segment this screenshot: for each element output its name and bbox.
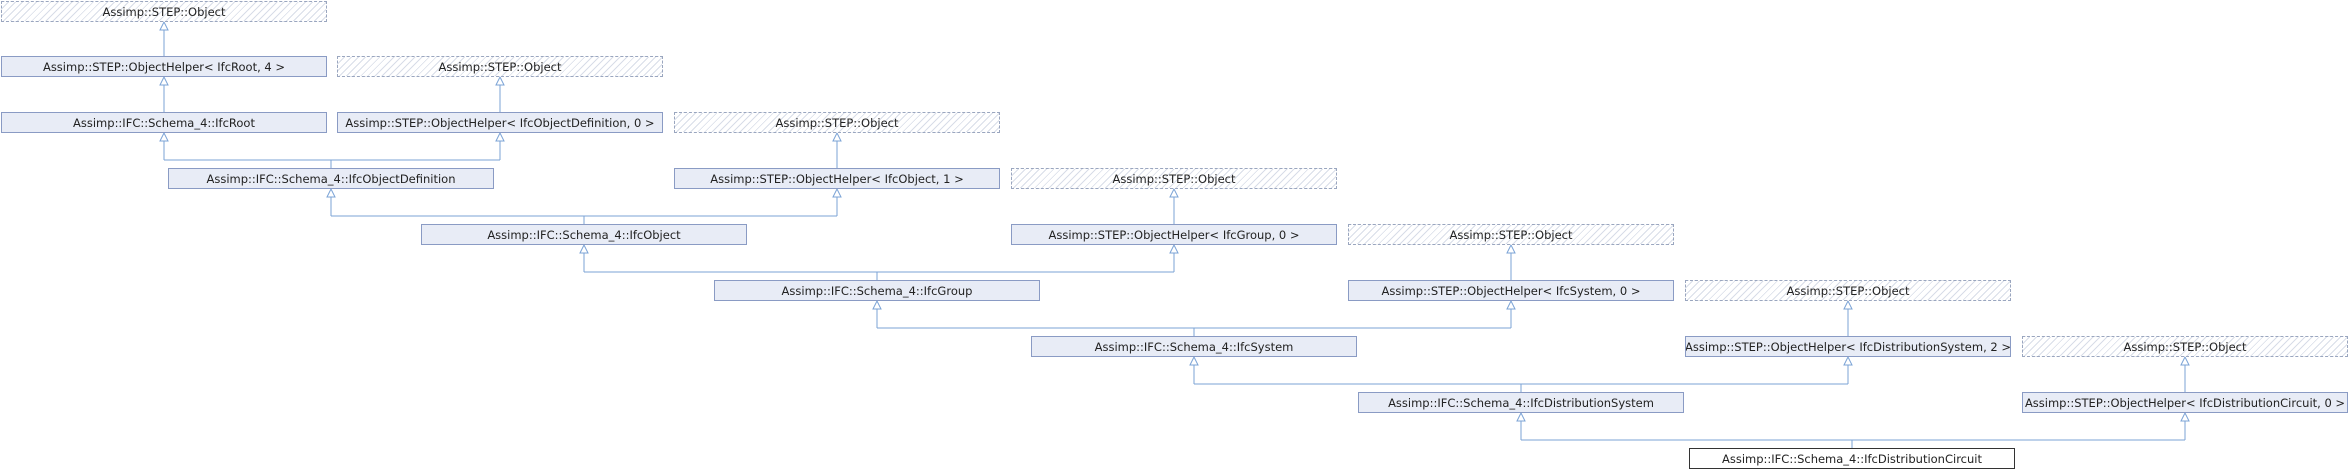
objecthelper-ifcdistributionsystem-node[interactable]: Assimp::STEP::ObjectHelper< IfcDistribut… xyxy=(1685,336,2011,357)
inheritance-arrowhead xyxy=(579,243,589,254)
step-object-node[interactable]: Assimp::STEP::Object xyxy=(1685,280,2011,301)
objecthelper-ifcsystem-node[interactable]: Assimp::STEP::ObjectHelper< IfcSystem, 0… xyxy=(1348,280,1674,301)
inheritance-arrowhead xyxy=(832,131,842,142)
step-object-node[interactable]: Assimp::STEP::Object xyxy=(337,56,663,77)
ifcgroup-node[interactable]: Assimp::IFC::Schema_4::IfcGroup xyxy=(714,280,1040,301)
objecthelper-ifcroot-node[interactable]: Assimp::STEP::ObjectHelper< IfcRoot, 4 > xyxy=(1,56,327,77)
ifcobjectdefinition-node[interactable]: Assimp::IFC::Schema_4::IfcObjectDefiniti… xyxy=(168,168,494,189)
inheritance-arrowhead xyxy=(1516,411,1526,422)
ifcroot-node[interactable]: Assimp::IFC::Schema_4::IfcRoot xyxy=(1,112,327,133)
ifcsystem-node[interactable]: Assimp::IFC::Schema_4::IfcSystem xyxy=(1031,336,1357,357)
inheritance-arrowhead xyxy=(495,131,505,142)
inheritance-arrowhead xyxy=(1843,355,1853,366)
objecthelper-ifcobject-node[interactable]: Assimp::STEP::ObjectHelper< IfcObject, 1… xyxy=(674,168,1000,189)
step-object-node[interactable]: Assimp::STEP::Object xyxy=(1,1,327,22)
objecthelper-ifcdistributioncircuit-node[interactable]: Assimp::STEP::ObjectHelper< IfcDistribut… xyxy=(2022,392,2348,413)
inheritance-arrowhead xyxy=(159,131,169,142)
objecthelper-ifcobjectdefinition-node[interactable]: Assimp::STEP::ObjectHelper< IfcObjectDef… xyxy=(337,112,663,133)
inheritance-arrowhead xyxy=(326,187,336,198)
step-object-node[interactable]: Assimp::STEP::Object xyxy=(1011,168,1337,189)
inheritance-arrowhead xyxy=(159,75,169,86)
inheritance-arrowhead xyxy=(495,75,505,86)
step-object-node[interactable]: Assimp::STEP::Object xyxy=(2022,336,2348,357)
inheritance-arrowhead xyxy=(1169,187,1179,198)
inheritance-arrowhead xyxy=(872,299,882,310)
step-object-node[interactable]: Assimp::STEP::Object xyxy=(1348,224,1674,245)
inheritance-arrowhead xyxy=(2180,355,2190,366)
step-object-node[interactable]: Assimp::STEP::Object xyxy=(674,112,1000,133)
inheritance-arrowhead xyxy=(2180,411,2190,422)
inheritance-arrowhead xyxy=(1843,299,1853,310)
ifcobject-node[interactable]: Assimp::IFC::Schema_4::IfcObject xyxy=(421,224,747,245)
inheritance-arrowhead xyxy=(1189,355,1199,366)
inheritance-arrowhead xyxy=(1506,243,1516,254)
ifcdistributionsystem-node[interactable]: Assimp::IFC::Schema_4::IfcDistributionSy… xyxy=(1358,392,1684,413)
inheritance-arrowhead xyxy=(1169,243,1179,254)
inheritance-arrowhead xyxy=(159,20,169,31)
inheritance-arrowhead xyxy=(832,187,842,198)
ifcdistributioncircuit-node: Assimp::IFC::Schema_4::IfcDistributionCi… xyxy=(1689,448,2015,469)
inheritance-arrowhead xyxy=(1506,299,1516,310)
objecthelper-ifcgroup-node[interactable]: Assimp::STEP::ObjectHelper< IfcGroup, 0 … xyxy=(1011,224,1337,245)
